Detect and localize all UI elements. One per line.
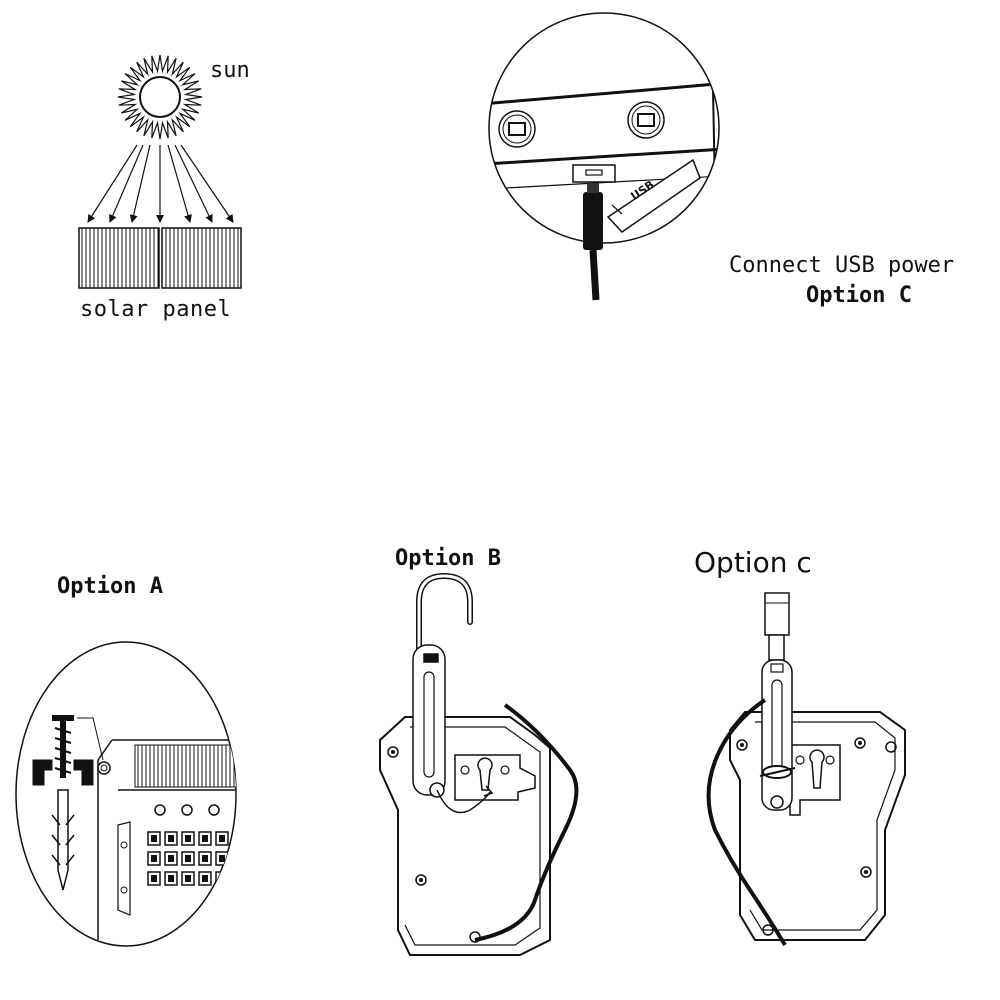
option-a-screw-mount-illustration xyxy=(15,641,237,947)
solar-panel-illustration xyxy=(78,227,242,289)
led-grid xyxy=(147,831,229,886)
option-c-mount-label: Option c xyxy=(694,546,812,579)
usb-port-closeup xyxy=(488,12,720,301)
option-b-label: Option B xyxy=(395,546,501,571)
option-c-strap-mount-illustration xyxy=(706,592,906,947)
sun-rays-arrows xyxy=(87,144,234,223)
option-b-hook-mount-illustration xyxy=(379,572,579,956)
solar-panel-label: solar panel xyxy=(80,297,232,322)
connect-usb-power-label: Connect USB power xyxy=(729,253,955,278)
option-a-label: Option A xyxy=(57,574,163,599)
sun-label: sun xyxy=(210,58,250,83)
option-c-usb-label: Option C xyxy=(806,283,912,308)
sun-icon xyxy=(117,54,203,140)
